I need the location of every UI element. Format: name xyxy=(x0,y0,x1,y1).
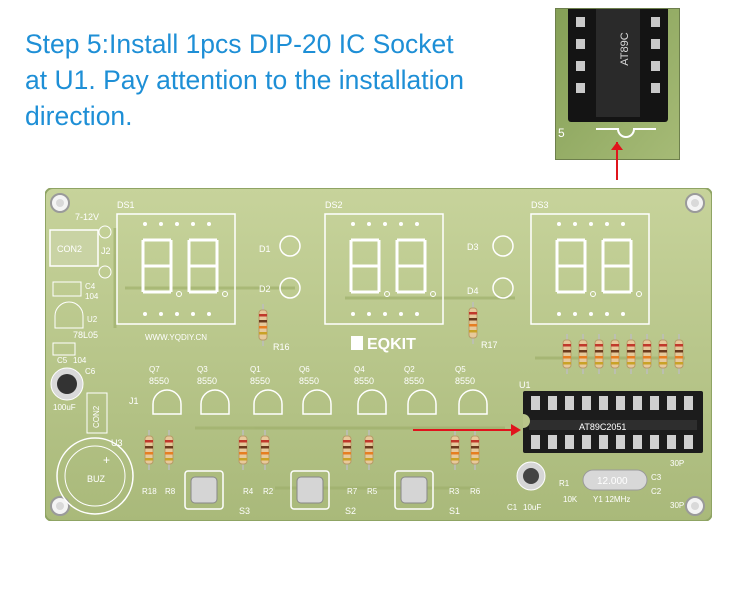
j1-con-label: CON2 xyxy=(92,405,101,428)
svg-text:5: 5 xyxy=(558,126,565,140)
transistor-part-label: 8550 xyxy=(455,376,475,386)
transistor-ref-label: Q6 xyxy=(299,365,310,374)
crystal-label: Y1 12MHz xyxy=(593,495,630,504)
u2-part-label: 78L05 xyxy=(73,330,98,340)
instruction-line-1: Step 5:Install 1pcs DIP-20 IC Socket xyxy=(25,29,454,59)
display-ds2 xyxy=(324,213,444,325)
seven-segment-displays xyxy=(116,213,650,325)
s2-label: S2 xyxy=(345,506,356,516)
crystal-freq-label: 12.000 xyxy=(597,476,628,487)
socket-closeup-photo: AT89C 5 xyxy=(555,8,680,160)
u3-label: U3 xyxy=(111,438,123,448)
transistor-part-label: 8550 xyxy=(299,376,319,386)
instruction-text: Step 5:Install 1pcs DIP-20 IC Socket at … xyxy=(25,26,545,134)
j2-label: J2 xyxy=(101,246,111,256)
r5-label: R5 xyxy=(367,487,378,496)
c4-value: 104 xyxy=(85,292,99,301)
inset-chip-label: AT89C xyxy=(619,32,631,65)
display-ds1 xyxy=(116,213,236,325)
c5-label: C5 xyxy=(57,356,68,365)
brand-label: EQKIT xyxy=(367,336,416,353)
u2-label: U2 xyxy=(87,315,98,324)
ds3-label: DS3 xyxy=(531,200,549,210)
d1-label: D1 xyxy=(259,244,271,254)
r18-label: R18 xyxy=(142,487,157,496)
transistor-ref-label: Q3 xyxy=(197,365,208,374)
transistor-q5: Q5 8550 xyxy=(455,365,488,415)
red-arrow-down-icon xyxy=(611,142,623,180)
instruction-line-3: direction. xyxy=(25,101,133,131)
c2-value: 30P xyxy=(670,501,684,510)
c1-label: C1 xyxy=(507,503,518,512)
transistor-part-label: 8550 xyxy=(404,376,424,386)
r16-label: R16 xyxy=(273,342,290,352)
instruction-line-2: at U1. Pay attention to the installation xyxy=(25,65,464,95)
r17-label: R17 xyxy=(481,340,498,350)
transistor-ref-label: Q7 xyxy=(149,365,160,374)
ds1-label: DS1 xyxy=(117,200,135,210)
transistor-ref-label: Q2 xyxy=(404,365,415,374)
c3-value: 30P xyxy=(670,459,684,468)
url-label: WWW.YQDIY.CN xyxy=(145,333,207,342)
buzzer-label: BUZ xyxy=(87,474,106,484)
r4-label: R4 xyxy=(243,487,254,496)
r1-label: R1 xyxy=(559,479,570,488)
s1-label: S1 xyxy=(449,506,460,516)
transistor-part-label: 8550 xyxy=(250,376,270,386)
c3-label: C3 xyxy=(651,473,662,482)
voltage-label: 7-12V xyxy=(75,212,99,222)
transistor-q6: Q6 8550 xyxy=(299,365,332,415)
d2-label: D2 xyxy=(259,284,271,294)
transistor-ref-label: Q5 xyxy=(455,365,466,374)
s3-label: S3 xyxy=(239,506,250,516)
r1-value: 10K xyxy=(563,495,578,504)
transistor-q7: Q7 8550 xyxy=(149,365,182,415)
d4-label: D4 xyxy=(467,286,479,296)
display-ds3 xyxy=(530,213,650,325)
transistor-ref-label: Q1 xyxy=(250,365,261,374)
c1-value: 10uF xyxy=(523,503,541,512)
r6-label: R6 xyxy=(470,487,481,496)
ic-part-label: AT89C2051 xyxy=(579,422,626,432)
c6-value: 100uF xyxy=(53,403,76,412)
buzzer-polarity-label: + xyxy=(103,453,110,467)
u1-label: U1 xyxy=(519,380,531,390)
d3-label: D3 xyxy=(467,242,479,252)
c4-label: C4 xyxy=(85,282,96,291)
transistor-q2: Q2 8550 xyxy=(404,365,437,415)
r7-label: R7 xyxy=(347,487,358,496)
pcb-board: DS1 DS2 DS3 WWW.YQDIY.CN 7-12V CON2 J2 C… xyxy=(44,187,713,522)
transistor-part-label: 8550 xyxy=(354,376,374,386)
transistor-q4: Q4 8550 xyxy=(354,365,387,415)
ic-socket-u1 xyxy=(523,391,703,453)
transistor-ref-label: Q4 xyxy=(354,365,365,374)
transistor-q3: Q3 8550 xyxy=(197,365,230,415)
c2-label: C2 xyxy=(651,487,662,496)
transistor-row: Q7 8550 Q3 8550 Q1 8550 Q6 8550 Q4 8550 Q2 8550 Q5 85… xyxy=(149,365,488,415)
r8-label: R8 xyxy=(165,487,176,496)
r2-label: R2 xyxy=(263,487,274,496)
r3-label: R3 xyxy=(449,487,460,496)
ds2-label: DS2 xyxy=(325,200,343,210)
resistor-array xyxy=(144,302,684,470)
transistor-part-label: 8550 xyxy=(149,376,169,386)
con2-label: CON2 xyxy=(57,244,82,254)
c5-value: 104 xyxy=(73,356,87,365)
transistor-q1: Q1 8550 xyxy=(250,365,283,415)
transistor-part-label: 8550 xyxy=(197,376,217,386)
c6-label: C6 xyxy=(85,367,96,376)
red-arrow-right-icon xyxy=(413,424,521,436)
j1-label: J1 xyxy=(129,396,139,406)
